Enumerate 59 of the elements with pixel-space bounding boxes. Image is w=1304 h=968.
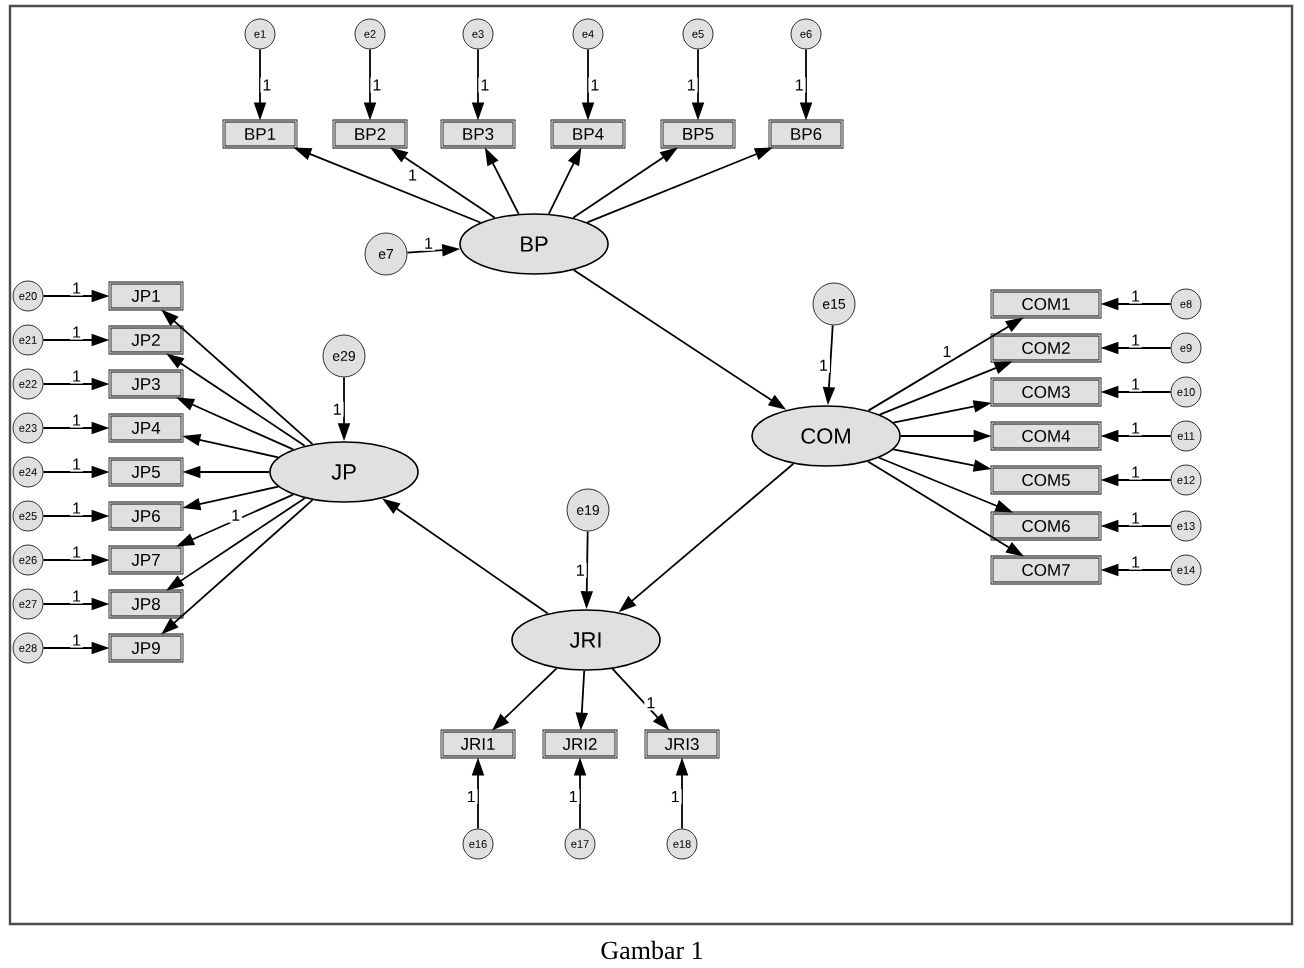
indicator-box: COM5: [990, 465, 1102, 495]
edge-label: 1: [73, 590, 81, 602]
edge-label: 1: [73, 282, 81, 294]
edge-label: 1: [333, 403, 341, 415]
indicator-box: BP1: [222, 119, 298, 149]
edge-label: 1: [1132, 466, 1140, 478]
edge-label: 1: [671, 791, 679, 803]
indicator-box: COM7: [990, 555, 1102, 585]
edge-label: 1: [687, 79, 695, 91]
indicator-box: JRI3: [644, 729, 720, 759]
indicator-box: JP5: [108, 457, 184, 487]
indicator-box: JP1: [108, 281, 184, 311]
indicator-box: JP6: [108, 501, 184, 531]
indicator-box: BP4: [550, 119, 626, 149]
edge-label: 1: [577, 564, 584, 576]
edge-label: 1: [73, 502, 81, 514]
indicator-box: BP3: [440, 119, 516, 149]
edge-label: 1: [232, 509, 240, 521]
edge-label: 1: [1132, 378, 1140, 390]
edge-label: 1: [1132, 512, 1140, 524]
edge-label: 1: [73, 414, 81, 426]
edge-label: 1: [409, 169, 417, 181]
indicator-box: JRI1: [440, 729, 516, 759]
edge-label: 1: [263, 79, 271, 91]
indicator-box: COM4: [990, 421, 1102, 451]
indicator-box: JP4: [108, 413, 184, 443]
edge-label: 1: [467, 791, 475, 803]
caption: Gambar 1: [601, 940, 703, 960]
indicator-box: COM3: [990, 377, 1102, 407]
edge-label: 1: [425, 237, 433, 249]
indicator-box: COM1: [990, 289, 1102, 319]
edge-label: 1: [73, 458, 81, 470]
edge-label: 1: [73, 546, 81, 558]
indicator-box: BP2: [332, 119, 408, 149]
indicator-box: JP7: [108, 545, 184, 575]
edge-label: 1: [373, 79, 381, 91]
edge-label: 1: [1132, 556, 1140, 568]
edge-label: 1: [73, 370, 81, 382]
edge-label: 1: [1132, 334, 1140, 346]
edge-label: 1: [481, 79, 489, 91]
edge-label: 1: [569, 791, 577, 803]
indicator-box: BP6: [768, 119, 844, 149]
edge-label: 1: [591, 79, 599, 91]
indicator-box: COM6: [990, 511, 1102, 541]
indicator-box: COM2: [990, 333, 1102, 363]
indicator-box: BP5: [660, 119, 736, 149]
edge-label: 1: [795, 79, 803, 91]
edge-label: 1: [1132, 422, 1140, 434]
edge-label: 1: [1132, 290, 1140, 302]
indicator-box: JP2: [108, 325, 184, 355]
edge-label: 1: [73, 326, 81, 338]
edge-label: 1: [943, 345, 951, 357]
indicator-box: JP8: [108, 589, 184, 619]
indicator-box: JP9: [108, 633, 184, 663]
edge-label: 1: [73, 634, 81, 646]
indicator-box: JRI2: [542, 729, 618, 759]
edge-label: 1: [647, 697, 655, 709]
indicator-box: JP3: [108, 369, 184, 399]
edge-label: 1: [820, 359, 828, 371]
